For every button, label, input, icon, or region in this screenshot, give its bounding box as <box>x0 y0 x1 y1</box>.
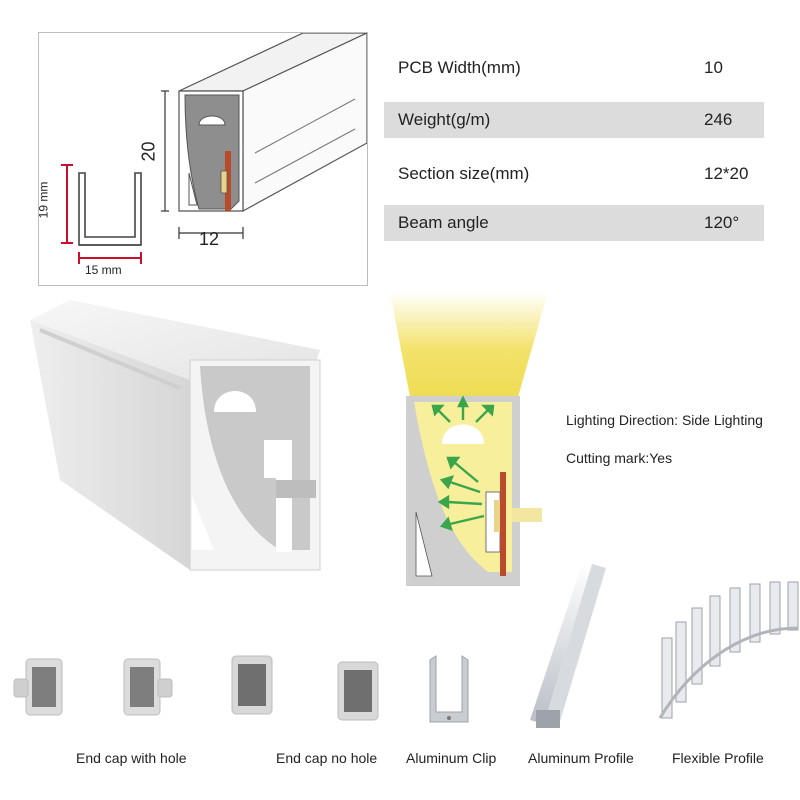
spec-label: PCB Width(mm) <box>398 58 521 77</box>
width-dimension-label: 12 <box>199 229 220 249</box>
accessory-label-aluminum-clip: Aluminum Clip <box>406 750 497 766</box>
spec-label: Weight(g/m) <box>398 110 491 129</box>
spec-value: 120° <box>704 213 740 232</box>
height-dimension-label: 20 <box>138 141 159 162</box>
end-cap-with-hole-image-2 <box>123 658 173 716</box>
spec-label: Section size(mm) <box>398 164 530 183</box>
spec-label: Beam angle <box>398 213 489 232</box>
dimension-diagram: 19 mm 15 mm 20 12 <box>36 32 368 286</box>
accessory-label-flexible-profile: Flexible Profile <box>672 750 764 766</box>
lighting-direction-text: Lighting Direction: Side Lighting <box>566 412 763 428</box>
accessory-label-end-cap-no-hole: End cap no hole <box>276 750 378 766</box>
aluminum-clip-image <box>429 655 469 723</box>
lighting-diagram <box>390 292 548 586</box>
product-render <box>30 300 321 571</box>
accessory-label-aluminum-profile: Aluminum Profile <box>528 750 634 766</box>
spec-row-section-size: Section size(mm) 12*20 <box>384 156 764 192</box>
spec-row-beam-angle: Beam angle 120° <box>384 205 764 241</box>
cutting-mark-text: Cutting mark:Yes <box>566 450 673 466</box>
end-cap-no-hole-image-2 <box>337 661 379 721</box>
clip-dimension-drawing <box>61 33 367 264</box>
spec-row-pcb-width: PCB Width(mm) 10 <box>384 50 764 86</box>
flexible-profile-image <box>658 581 799 719</box>
clip-height-label: 19 mm <box>36 181 51 219</box>
accessory-label-end-cap-with-hole: End cap with hole <box>76 750 187 766</box>
aluminum-profile-image <box>530 564 606 728</box>
spec-value: 12*20 <box>704 164 749 183</box>
spec-row-weight: Weight(g/m) 246 <box>384 102 764 138</box>
clip-width-label: 15 mm <box>85 263 122 277</box>
spec-value: 246 <box>704 110 733 129</box>
end-cap-with-hole-image <box>13 658 63 716</box>
spec-value: 10 <box>704 58 723 77</box>
end-cap-no-hole-image <box>231 655 273 715</box>
